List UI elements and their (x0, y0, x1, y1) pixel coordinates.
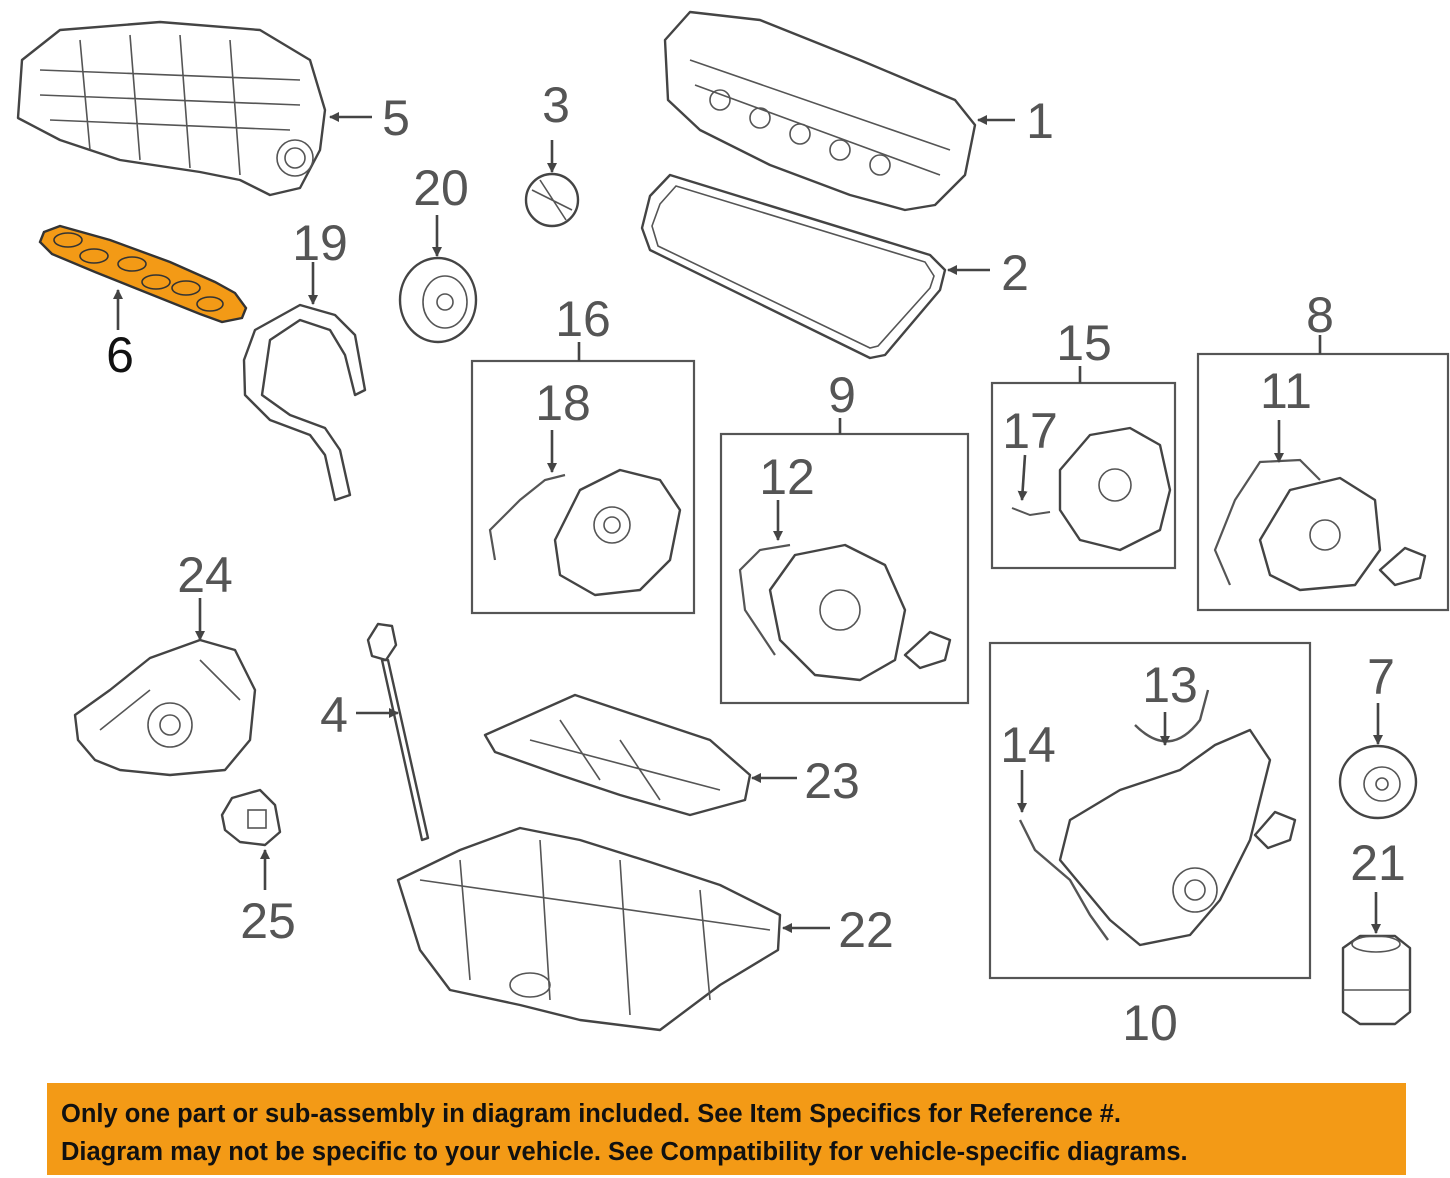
part-5-intake-manifold (16, 20, 372, 197)
parts-diagram: 1234567891011121314151617181920212223242… (16, 10, 1450, 1051)
part-19-timing-belt (242, 262, 367, 502)
box-9-timing-cover-assembly (719, 418, 970, 705)
callout-label-7: 7 (1367, 649, 1395, 705)
callout-label-16: 16 (555, 291, 611, 347)
callout-label-17: 17 (1002, 403, 1058, 459)
callout-label-13: 13 (1142, 657, 1198, 713)
part-25-pump-gear (220, 788, 282, 890)
part-24-oil-pump (73, 598, 257, 777)
disclaimer-line-1: Only one part or sub-assembly in diagram… (61, 1100, 1121, 1128)
callout-label-24: 24 (177, 547, 233, 603)
callout-label-20: 20 (413, 160, 469, 216)
part-7-crank-pulley (1338, 703, 1418, 820)
part-2-valve-cover-gasket (640, 173, 990, 360)
callout-label-3: 3 (542, 77, 570, 133)
callout-label-15: 15 (1056, 315, 1112, 371)
part-3-oil-cap (524, 140, 580, 228)
box-10-timing-cover-assembly (988, 641, 1312, 980)
callout-label-19: 19 (292, 215, 348, 271)
callout-label-5: 5 (382, 90, 410, 146)
callout-label-6: 6 (106, 327, 134, 383)
callout-label-2: 2 (1001, 245, 1029, 301)
part-23-baffle-plate (483, 693, 797, 817)
callout-label-12: 12 (759, 449, 815, 505)
disclaimer-banner: Only one part or sub-assembly in diagram… (47, 1083, 1406, 1175)
callout-labels: 1234567891011121314151617181920212223242… (106, 77, 1406, 1051)
disclaimer-line-2: Diagram may not be specific to your vehi… (61, 1138, 1188, 1166)
part-4-dipstick (356, 622, 430, 842)
part-1-valve-cover (663, 10, 1015, 212)
callout-label-9: 9 (828, 367, 856, 423)
callout-label-4: 4 (320, 687, 348, 743)
callout-label-25: 25 (240, 893, 296, 949)
callout-label-22: 22 (838, 902, 894, 958)
callout-label-11: 11 (1260, 363, 1312, 419)
callout-label-14: 14 (1000, 717, 1056, 773)
callout-label-18: 18 (535, 375, 591, 431)
callout-label-1: 1 (1026, 93, 1054, 149)
part-6-manifold-gasket (38, 224, 248, 330)
callout-label-8: 8 (1306, 287, 1334, 343)
box-8-timing-cover-assembly (1196, 335, 1450, 612)
callout-label-23: 23 (804, 753, 860, 809)
box-15-timing-cover-assembly (990, 366, 1177, 570)
part-21-oil-filter (1341, 892, 1412, 1026)
part-22-oil-pan (396, 826, 830, 1032)
part-20-pulley (398, 215, 478, 344)
box-16-timing-cover-assembly (470, 342, 696, 615)
callout-label-21: 21 (1350, 835, 1406, 891)
callout-label-10: 10 (1122, 995, 1178, 1051)
